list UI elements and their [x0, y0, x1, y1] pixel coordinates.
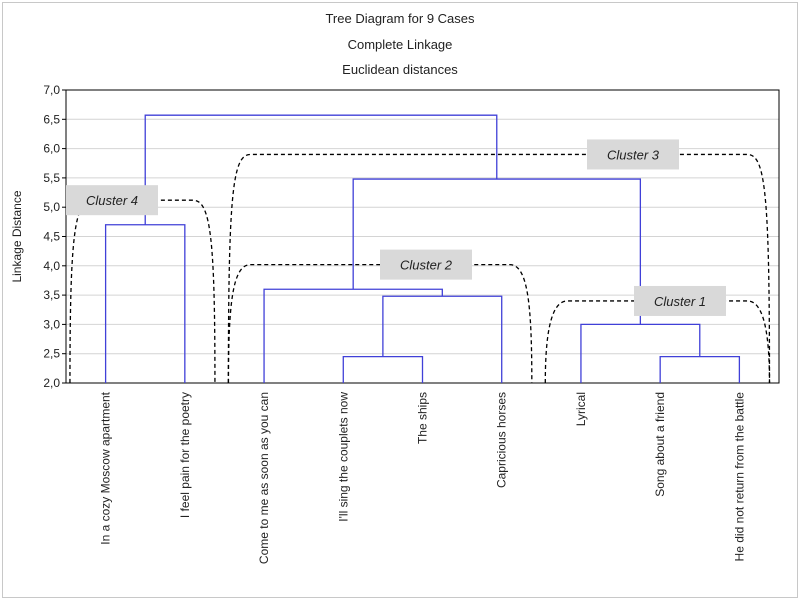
leaf-label: I feel pain for the poetry: [178, 392, 192, 518]
y-tick-label: 3,5: [43, 288, 60, 302]
y-tick-label: 7,0: [43, 83, 60, 97]
leaf-label: The ships: [416, 392, 430, 444]
leaf-label: In a cozy Moscow apartment: [99, 391, 113, 544]
dendrogram-link: [144, 114, 498, 225]
cluster-bracket: [227, 153, 771, 384]
y-tick-label: 2,5: [43, 347, 60, 361]
leaf-label: I'll sing the couplets now: [336, 392, 350, 522]
y-tick-label: 5,5: [43, 171, 60, 185]
y-tick-label: 4,5: [43, 230, 60, 244]
y-tick-label: 6,5: [43, 112, 60, 126]
cluster-label-box: [66, 185, 158, 216]
chart-title: Tree Diagram for 9 Cases: [325, 11, 475, 26]
cluster-label: Cluster 3: [607, 147, 660, 162]
leaf-label: Lyrical: [574, 392, 588, 426]
cluster-label-box: [634, 285, 726, 316]
cluster-label: Cluster 1: [654, 294, 706, 309]
y-tick-label: 3,0: [43, 317, 60, 331]
cluster-label: Cluster 4: [86, 193, 138, 208]
y-tick-label: 2,0: [43, 376, 60, 390]
y-tick-label: 5,0: [43, 200, 60, 214]
leaf-label: Capricious horses: [495, 392, 509, 488]
cluster-label-box: [380, 249, 472, 280]
cluster-label: Cluster 2: [400, 258, 453, 273]
leaf-label: He did not return from the battle: [732, 392, 746, 562]
y-tick-label: 6,0: [43, 142, 60, 156]
leaf-label: Come to me as soon as you can: [257, 392, 271, 564]
chart-subtitle-linkage: Complete Linkage: [347, 37, 453, 52]
y-axis-label: Linkage Distance: [10, 190, 24, 282]
cluster-label-box: [587, 139, 679, 170]
chart-subtitle-distance: Euclidean distances: [342, 62, 458, 77]
cluster-bracket: [544, 300, 771, 384]
leaf-label: Song about a friend: [653, 392, 667, 497]
y-tick-label: 4,0: [43, 259, 60, 273]
